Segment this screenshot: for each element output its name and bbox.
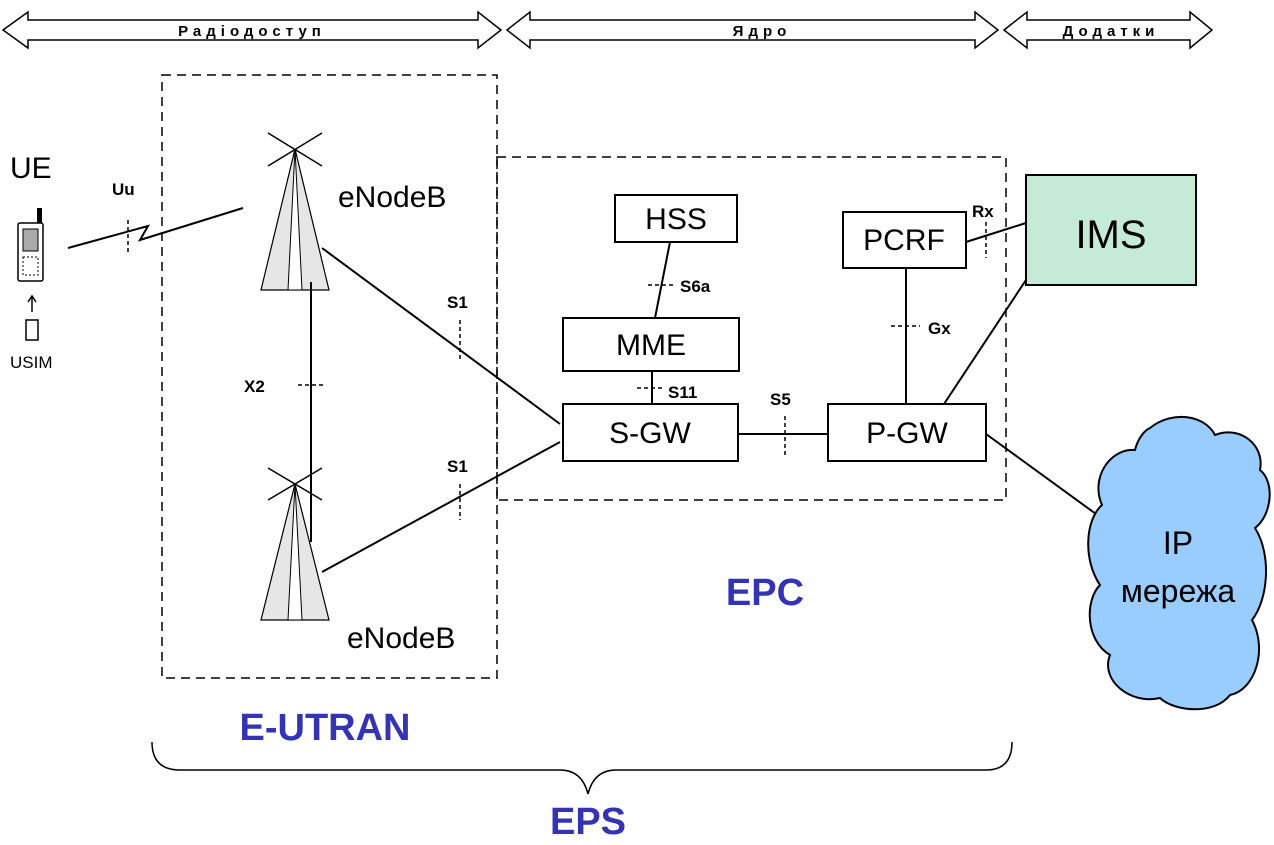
- applications-label: Додатки: [1063, 23, 1160, 40]
- ims-label: IMS: [1075, 213, 1146, 257]
- x2-interface-label: X2: [244, 377, 265, 396]
- s11-link: S11: [637, 372, 697, 404]
- s6a-interface-label: S6a: [680, 277, 711, 296]
- enodeb-top-antenna: [260, 132, 330, 291]
- pcrf-box: PCRF: [842, 211, 967, 269]
- pcrf-label: PCRF: [863, 224, 945, 257]
- enodeb-bottom-label: eNodeB: [347, 622, 455, 655]
- ue-label: UE: [10, 152, 52, 185]
- s5-link: S5: [738, 390, 828, 456]
- pgw-ims-link: [943, 279, 1027, 405]
- gx-link: Gx: [891, 268, 951, 404]
- s6a-link: S6a: [648, 241, 711, 319]
- header-arrow-applications: Додатки: [1002, 10, 1214, 50]
- enodeb-bottom-antenna: [260, 467, 330, 621]
- ims-box: IMS: [1025, 174, 1197, 286]
- s5-interface-label: S5: [770, 390, 791, 409]
- x2-link: X2: [244, 282, 325, 542]
- sim-card-icon: [25, 319, 39, 341]
- sgw-box: S-GW: [562, 403, 739, 462]
- mme-label: MME: [616, 329, 686, 362]
- hss-label: HSS: [645, 203, 707, 236]
- s1-bottom-interface-label: S1: [447, 457, 468, 476]
- pgw-box: P-GW: [827, 403, 987, 462]
- header-arrow-radio-access: Радіодоступ: [1, 10, 503, 50]
- mme-box: MME: [562, 317, 740, 372]
- eps-label: EPS: [550, 801, 626, 840]
- eutran-region-border: [161, 74, 498, 679]
- rx-link: Rx: [965, 202, 1027, 258]
- eps-brace: [151, 741, 1013, 795]
- s11-interface-label: S11: [668, 383, 697, 402]
- ip-network-label-line2: мережа: [1121, 573, 1235, 609]
- pgw-ip-network-link: [985, 433, 1097, 515]
- eutran-region-label: E-UTRAN: [240, 707, 411, 749]
- s1-top-interface-label: S1: [447, 293, 468, 312]
- uu-radio-link: Uu: [67, 180, 244, 252]
- epc-region-border: [496, 156, 1007, 501]
- mobile-phone-icon: [17, 208, 44, 282]
- ip-network-label-line1: IP: [1163, 525, 1193, 561]
- core-label: Ядро: [733, 23, 792, 40]
- s1-bottom-link: S1: [321, 441, 561, 573]
- gx-interface-label: Gx: [928, 319, 951, 338]
- s1-top-link: S1: [321, 247, 561, 425]
- epc-region-label: EPC: [726, 572, 804, 614]
- uu-interface-label: Uu: [112, 180, 135, 199]
- hss-box: HSS: [614, 194, 738, 243]
- enodeb-top-label: eNodeB: [338, 181, 446, 214]
- sgw-label: S-GW: [609, 417, 691, 450]
- header-arrow-core: Ядро: [505, 10, 1000, 50]
- usim-label: USIM: [10, 353, 53, 372]
- ue-device: UE USIM: [10, 152, 53, 372]
- ip-network-cloud: IP мережа: [1087, 415, 1271, 711]
- arrow-up-icon: [27, 294, 37, 312]
- rx-interface-label: Rx: [972, 202, 994, 221]
- pgw-label: P-GW: [866, 417, 948, 450]
- radio-access-label: Радіодоступ: [178, 23, 326, 40]
